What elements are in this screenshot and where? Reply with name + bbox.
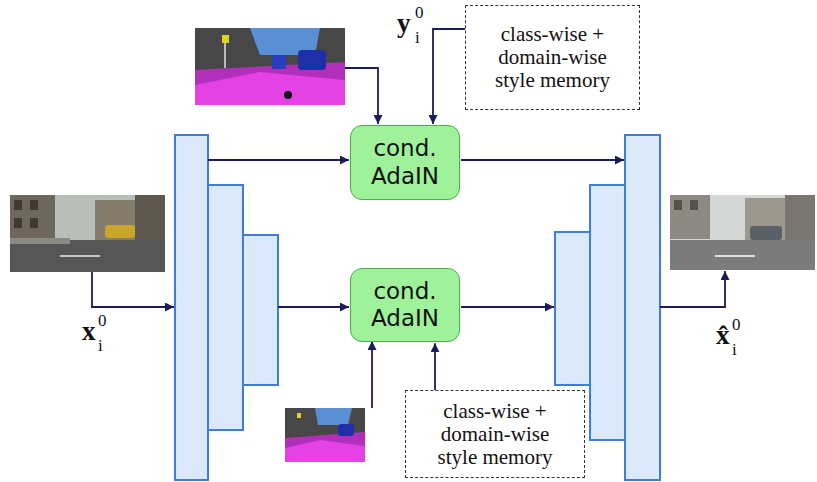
subscript: i <box>98 337 103 354</box>
decoder-layer <box>555 232 590 385</box>
input-photo <box>10 195 165 272</box>
input-photo <box>105 225 135 238</box>
encoder-layer <box>175 135 278 480</box>
adain-block: cond. AdaIN <box>350 125 460 200</box>
variable-symbol: y <box>397 10 411 37</box>
subscript: i <box>732 341 737 358</box>
style-memory-box: class-wise + domain-wise style memory <box>465 5 640 110</box>
output-photo <box>670 240 815 270</box>
segmentation-map <box>224 43 226 68</box>
segmentation-map <box>222 35 229 43</box>
output-photo <box>745 198 785 240</box>
flow-arrow <box>92 272 174 307</box>
segmentation-map <box>285 440 365 462</box>
input-photo <box>14 218 22 228</box>
input-photo <box>30 200 38 210</box>
superscript: 0 <box>732 316 741 333</box>
style-memory-box: class-wise + domain-wise style memory <box>405 390 585 478</box>
input-photo <box>95 200 135 240</box>
input-photo <box>10 195 55 240</box>
segmentation-map <box>284 91 292 99</box>
flow-arrow <box>92 68 725 408</box>
segmentation-map <box>315 408 352 425</box>
segmentation-map <box>272 55 286 69</box>
variable-symbol: x <box>82 318 96 345</box>
output-photo <box>670 195 815 270</box>
input-photo <box>10 238 70 244</box>
segmentation-map <box>297 413 301 418</box>
input-photo <box>60 255 100 257</box>
output-photo <box>750 226 782 240</box>
segmentation-map <box>285 432 365 462</box>
superscript: 0 <box>415 4 424 21</box>
node-text: class-wise + domain-wise style memory <box>419 400 571 469</box>
flow-arrow <box>371 341 373 408</box>
input-photo <box>14 200 22 210</box>
input-photo <box>10 195 165 272</box>
encoder-layer <box>175 135 208 480</box>
input-photo <box>10 240 165 272</box>
flow-arrow <box>278 306 349 308</box>
encoder-layer <box>208 185 243 430</box>
output-photo <box>670 195 710 239</box>
segmentation-map <box>338 424 354 436</box>
output-photo <box>690 200 698 210</box>
connector-arrow <box>433 29 465 124</box>
segmentation-map <box>285 408 365 462</box>
flow-arrow <box>208 159 349 161</box>
output-photo <box>785 195 815 240</box>
flow-arrow <box>461 159 624 161</box>
input-photo <box>135 195 165 240</box>
node-text: cond. AdaIN <box>360 278 450 333</box>
superscript: 0 <box>98 312 107 329</box>
segmentation-map <box>298 50 326 70</box>
segmentation-map <box>285 408 365 462</box>
output-photo <box>670 195 815 270</box>
connector-arrow <box>434 343 436 390</box>
node-text: class-wise + domain-wise style memory <box>477 23 629 92</box>
output-photo <box>715 255 755 257</box>
variable-symbol: x̂ <box>716 322 730 349</box>
flow-arrow <box>660 271 725 307</box>
flow-arrow <box>461 306 554 308</box>
segmentation-map <box>195 28 345 105</box>
node-text: cond. AdaIN <box>360 135 450 190</box>
segmentation-map <box>195 72 345 105</box>
encoder-layer <box>243 235 278 385</box>
flow-arrow <box>345 68 378 124</box>
segmentation-map <box>195 28 345 105</box>
subscript: i <box>415 29 420 46</box>
adain-block: cond. AdaIN <box>350 268 460 342</box>
output-photo <box>674 200 682 210</box>
input-photo <box>30 218 38 228</box>
decoder-layer <box>625 135 660 480</box>
decoder-layer <box>590 185 625 440</box>
